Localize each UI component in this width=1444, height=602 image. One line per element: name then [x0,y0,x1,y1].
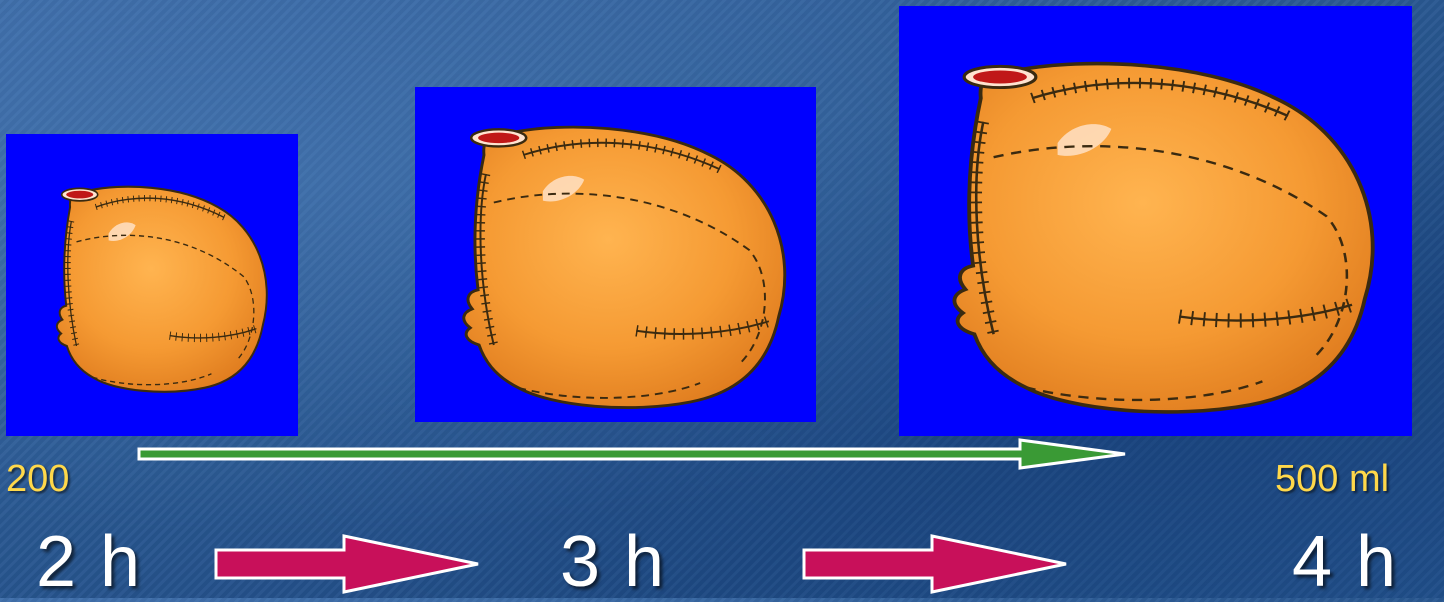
time-arrow-2 [800,532,1070,596]
time-label-3h: 3 h [560,526,666,598]
volume-end-label: 500 ml [1275,458,1389,501]
time-arrow-1 [212,532,482,596]
bladder-panel-medium [415,87,816,422]
time-label-2h: 2 h [36,526,142,598]
bladder-panel-small [6,134,298,436]
bladder-small-illustration [6,134,298,436]
bladder-panel-large [899,6,1412,436]
bladder-medium-illustration [415,87,816,422]
bladder-large-illustration [899,6,1412,436]
time-label-4h: 4 h [1292,526,1398,598]
volume-arrow [135,436,1135,472]
volume-start-label: 200 [6,458,69,501]
